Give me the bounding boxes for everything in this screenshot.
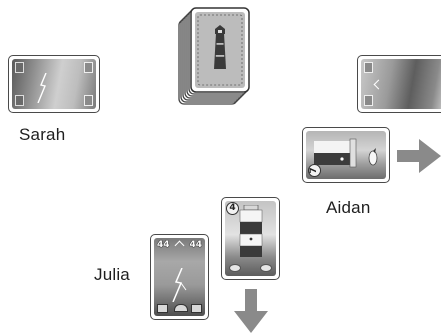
player-name-aidan: Aidan — [326, 198, 371, 217]
corner-mark-bl — [364, 95, 373, 106]
wave-decoration — [229, 264, 241, 272]
draw-deck[interactable] — [177, 6, 255, 110]
wave-decoration — [260, 264, 272, 272]
player-name-sarah: Sarah — [19, 125, 66, 144]
card-value-badge: 7 — [308, 164, 321, 177]
corner-mark-br — [84, 95, 93, 106]
card-corner-value-tr: 44 — [189, 240, 202, 250]
sarah-card[interactable] — [8, 55, 100, 113]
arrow-right-icon — [397, 139, 441, 173]
lightning-icon — [37, 73, 47, 103]
arrow-down-icon — [234, 289, 268, 333]
card-artwork: 7 — [306, 131, 386, 179]
julia-hand-card[interactable]: 44 44 — [150, 234, 209, 320]
corner-mark-bc — [174, 304, 188, 312]
card-corner-value-tl: 44 — [157, 240, 170, 250]
aidan-played-card[interactable]: 7 — [302, 127, 390, 183]
card-artwork — [12, 59, 96, 109]
corner-mark-tl — [15, 62, 24, 73]
julia-played-card[interactable]: 4 — [221, 197, 280, 280]
lightning-icon — [172, 268, 187, 302]
corner-mark-mid — [373, 79, 384, 90]
corner-mark-tr — [84, 62, 93, 73]
card-artwork: 4 — [225, 201, 276, 276]
lighthouse-icon — [214, 25, 226, 69]
corner-mark-tl — [364, 62, 373, 73]
card-artwork — [361, 59, 441, 109]
player-name-julia: Julia — [94, 265, 130, 284]
corner-mark-br — [191, 304, 202, 313]
card-artwork: 44 44 — [154, 238, 205, 316]
aidan-hand-card[interactable] — [357, 55, 441, 113]
card-value-badge: 4 — [226, 202, 239, 215]
corner-mark-bl — [157, 304, 168, 313]
card-corner-mark — [174, 240, 185, 251]
seagull-icon — [368, 148, 378, 166]
lighthouse-icon — [314, 138, 357, 168]
lighthouse-icon — [239, 205, 263, 257]
corner-mark-bl — [15, 95, 24, 106]
